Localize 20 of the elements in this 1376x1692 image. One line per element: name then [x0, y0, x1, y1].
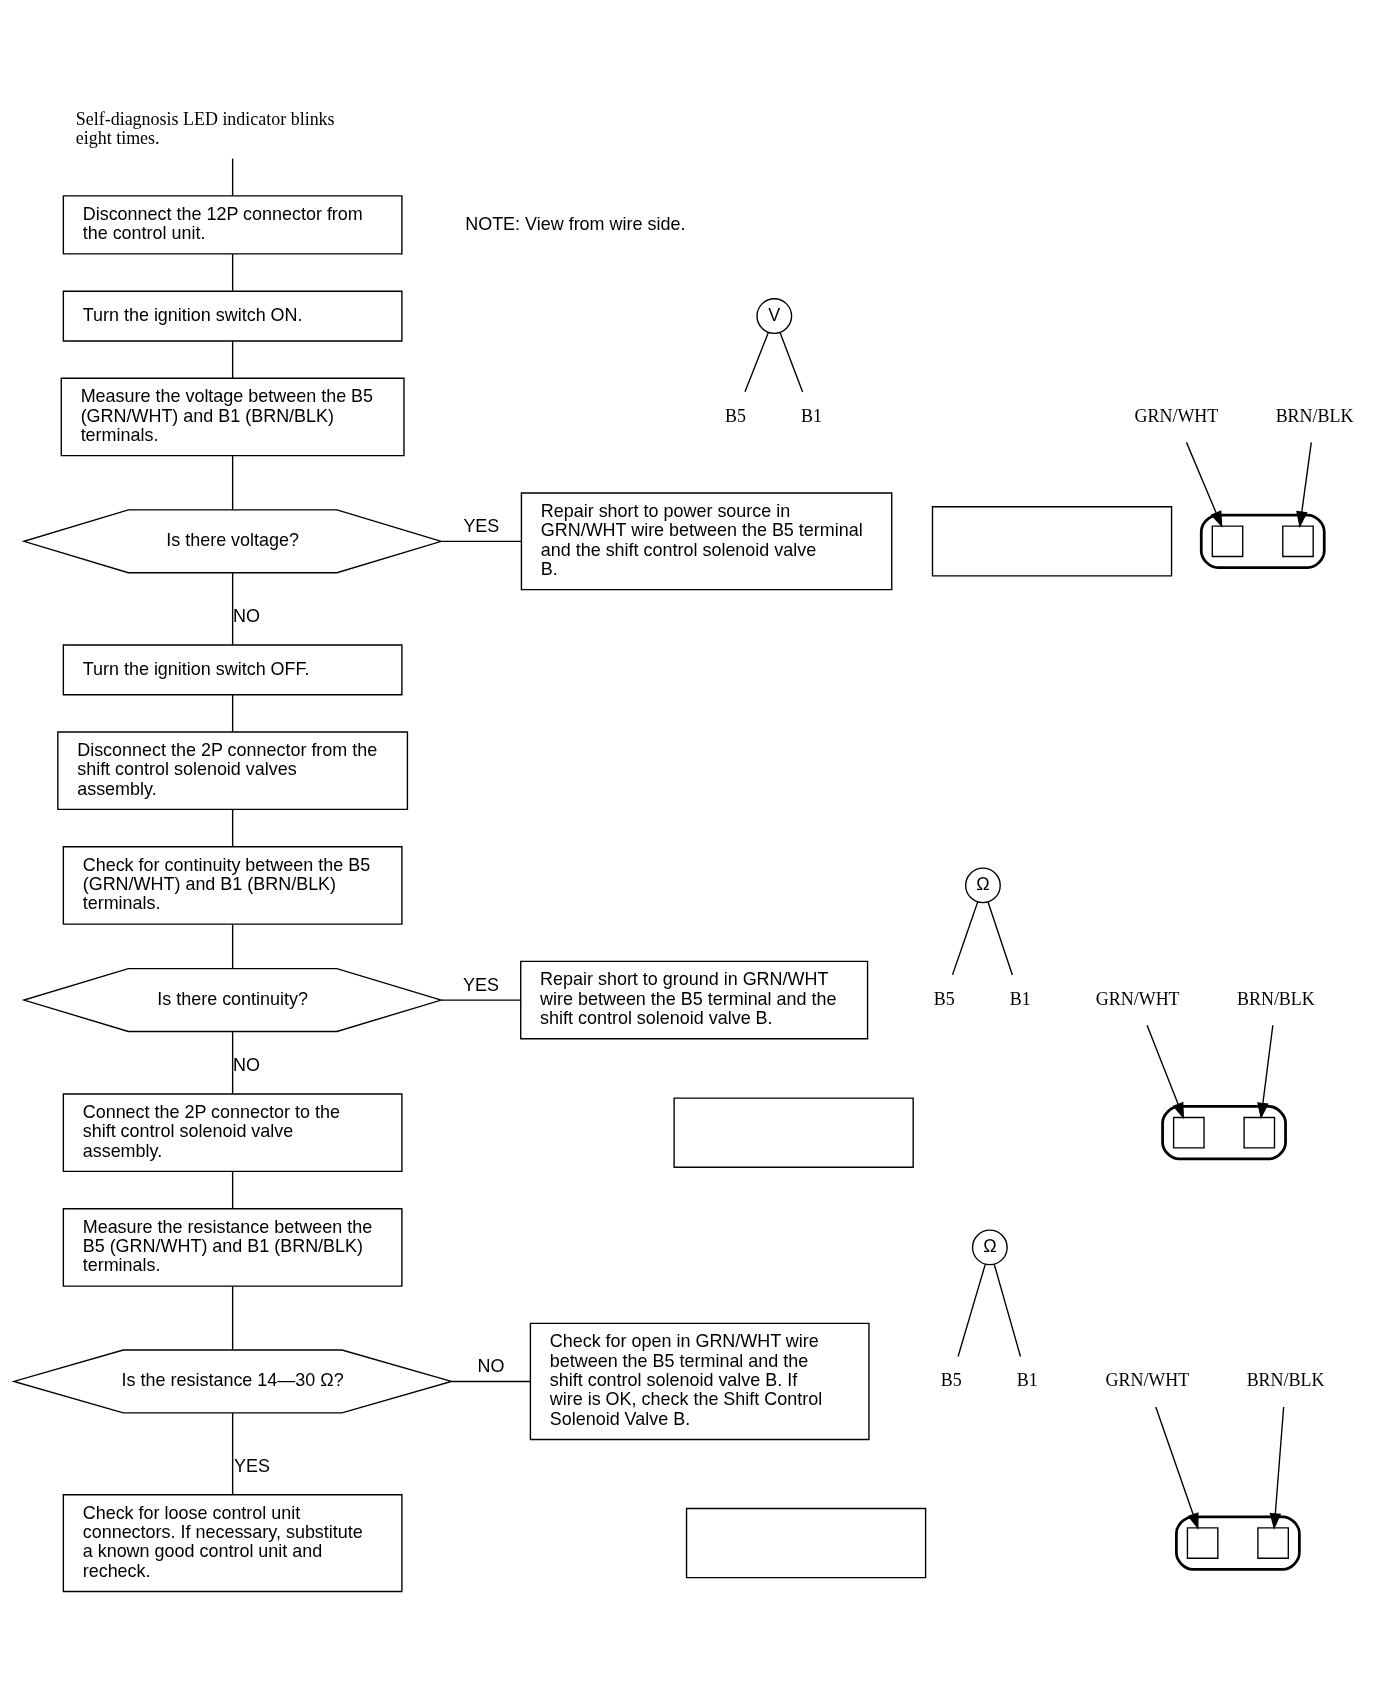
node-text: B5 — [933, 988, 955, 1009]
edge-label: YES — [234, 1455, 270, 1476]
node-text: BRN/BLK — [1246, 1370, 1325, 1391]
node-text: GRN/WHT — [1095, 988, 1180, 1009]
node-text: GRN/WHT — [1134, 405, 1219, 426]
node-text: BRN/BLK — [1236, 988, 1315, 1009]
edge-label: NO — [232, 1055, 260, 1076]
label: NOTE: View from wire side. — [465, 213, 686, 234]
edge-label: NO — [232, 606, 260, 627]
edge-label: YES — [463, 974, 499, 995]
edge-label: NO — [477, 1356, 505, 1377]
edge-label: YES — [463, 516, 500, 537]
node-text: Self-diagnosis LED indicator blinks eight times. — [75, 108, 335, 148]
node-text: GRN/WHT — [1105, 1370, 1190, 1391]
node-text: B1 — [1016, 1370, 1038, 1391]
node-text: B5 — [940, 1370, 962, 1391]
node-text: B1 — [801, 405, 823, 426]
node-text: BRN/BLK — [1275, 405, 1354, 426]
node-text: B1 — [1009, 988, 1031, 1009]
node-text: B5 — [725, 405, 747, 426]
